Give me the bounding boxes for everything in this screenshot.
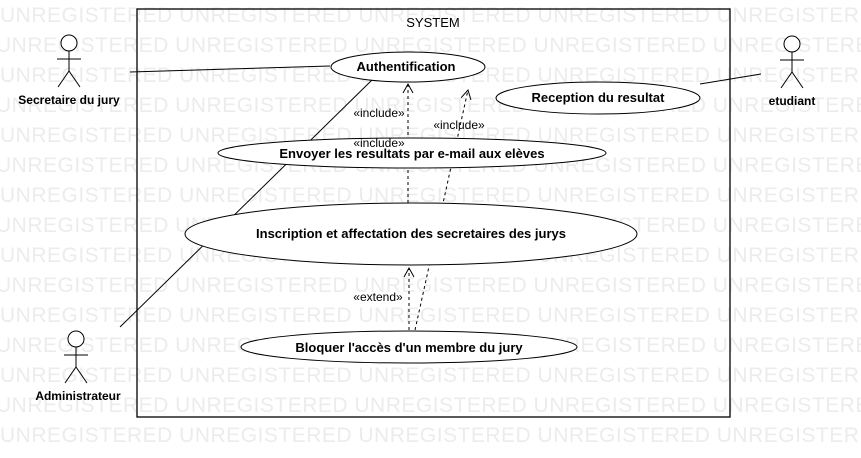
- watermark-row: UNREGISTERED UNREGISTERED UNREGISTERED U…: [0, 364, 861, 387]
- actor-administrateur[interactable]: [64, 330, 88, 384]
- use-case-label-bloquer: Bloquer l'accès d'un membre du jury: [295, 340, 523, 355]
- watermark-row: UNREGISTERED UNREGISTERED UNREGISTERED U…: [0, 34, 861, 57]
- actor-head: [783, 35, 801, 53]
- watermark-row: UNREGISTERED UNREGISTERED UNREGISTERED U…: [0, 304, 861, 327]
- actor-head: [60, 34, 78, 52]
- include-label-2: «include»: [353, 136, 405, 150]
- extend-label: «extend»: [353, 290, 403, 304]
- use-case-label-reception: Reception du resultat: [532, 90, 666, 105]
- actor-etudiant[interactable]: [780, 35, 804, 89]
- association-secretaire-authentification[interactable]: [129, 65, 331, 73]
- actor-label-secretaire: Secretaire du jury: [18, 93, 120, 107]
- association-etudiant-reception[interactable]: [699, 73, 762, 85]
- actor-secretaire-du-jury[interactable]: [57, 34, 81, 88]
- use-case-bloquer-acces[interactable]: Bloquer l'accès d'un membre du jury: [240, 330, 578, 364]
- association-administrateur-authentification[interactable]: [119, 79, 373, 328]
- system-title: SYSTEM: [406, 15, 459, 30]
- use-case-reception-du-resultat[interactable]: Reception du resultat: [495, 81, 701, 115]
- use-case-authentification[interactable]: Authentification: [330, 51, 486, 83]
- actor-label-administrateur: Administrateur: [35, 389, 121, 403]
- watermark-row: UNREGISTERED UNREGISTERED UNREGISTERED U…: [0, 424, 861, 447]
- use-case-label-envoyer: Envoyer les resultats par e-mail aux elè…: [279, 146, 544, 161]
- include-label-3: «include»: [433, 118, 485, 132]
- watermark-row: UNREGISTERED UNREGISTERED UNREGISTERED U…: [0, 394, 861, 417]
- watermark-row: UNREGISTERED UNREGISTERED UNREGISTERED U…: [0, 184, 861, 207]
- watermark-row: UNREGISTERED UNREGISTERED UNREGISTERED U…: [0, 124, 861, 147]
- use-case-label-authentification: Authentification: [357, 59, 456, 74]
- system-boundary[interactable]: [136, 8, 731, 418]
- use-case-inscription-affectation[interactable]: Inscription et affectation des secretair…: [184, 202, 638, 266]
- include-label-1: «include»: [353, 106, 405, 120]
- watermark-row: UNREGISTERED UNREGISTERED UNREGISTERED U…: [0, 4, 861, 27]
- actor-head: [67, 330, 85, 348]
- watermark-row: UNREGISTERED UNREGISTERED UNREGISTERED U…: [0, 274, 861, 297]
- use-case-envoyer-resultats[interactable]: Envoyer les resultats par e-mail aux elè…: [217, 137, 607, 169]
- use-case-label-inscription: Inscription et affectation des secretair…: [256, 226, 566, 241]
- actor-label-etudiant: etudiant: [769, 94, 816, 108]
